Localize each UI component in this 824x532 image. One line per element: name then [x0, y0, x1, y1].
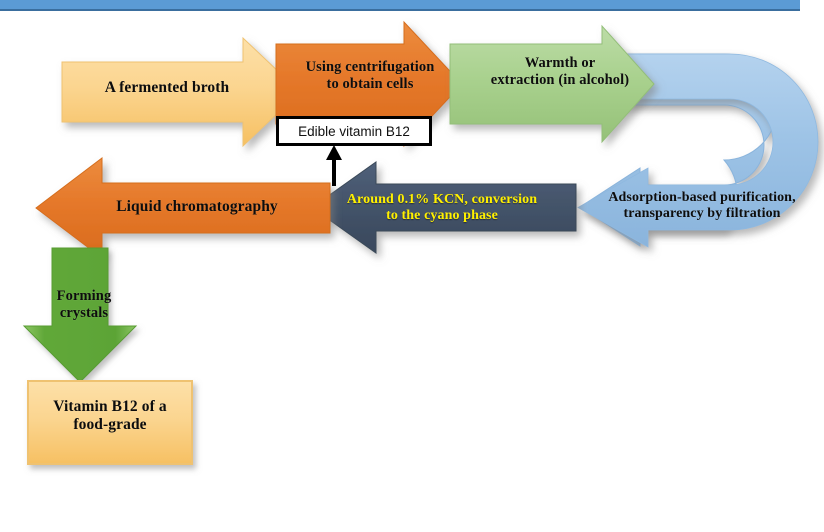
- callout-label: Edible vitamin B12: [298, 123, 410, 139]
- connector-up-arrow: [326, 145, 342, 186]
- arrow-forming-crystals: [22, 247, 138, 383]
- arrow-kcn-conversion: [311, 161, 577, 254]
- decorative-top-band: [0, 0, 800, 11]
- arrow-warmth-extraction: [449, 24, 655, 144]
- arrow-adsorption-band: [577, 53, 819, 248]
- box-food-grade-vitamin: [27, 380, 193, 465]
- arrow-liquid-chromatography: [35, 156, 331, 260]
- callout-edible-vitamin-b12: Edible vitamin B12: [276, 116, 432, 146]
- arrow-fermented-broth: [61, 36, 301, 148]
